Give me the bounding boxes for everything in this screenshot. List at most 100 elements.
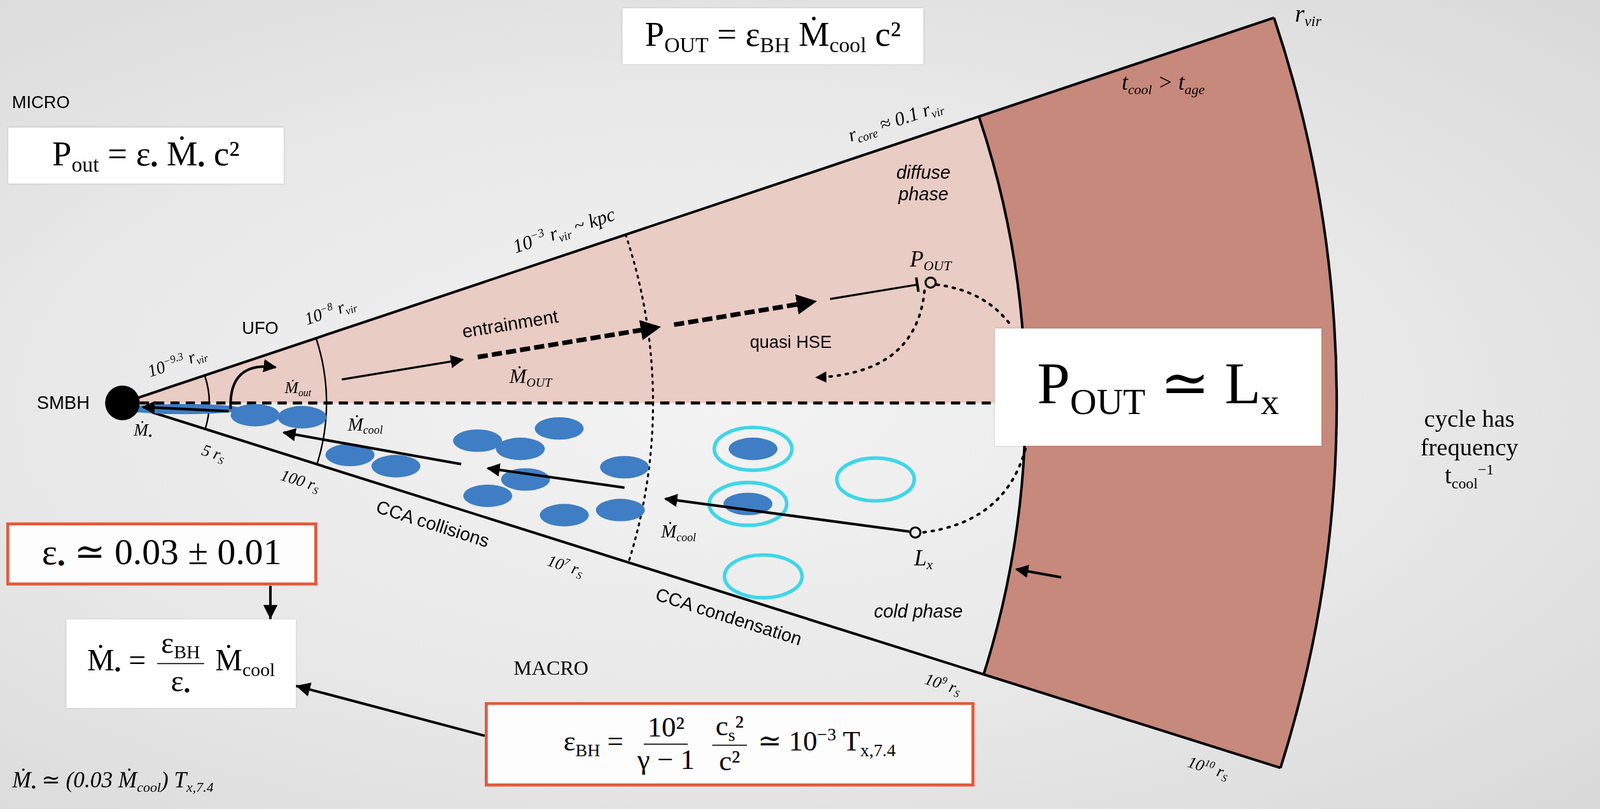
subscript: out — [71, 152, 99, 177]
entrainment-arrow — [830, 285, 918, 300]
diagram-label: 109 rS — [922, 669, 964, 701]
outflow-arrow — [230, 366, 276, 410]
ring — [714, 427, 793, 471]
superscript: −9.3 — [161, 350, 185, 368]
denominator: γ − 1 — [633, 744, 698, 777]
cooling-arrow — [1016, 569, 1062, 578]
subscript: cool — [363, 423, 383, 436]
diagram-label: Ṁcool — [347, 414, 383, 438]
diagram-label: Ṁ• ≃ (0.03 Ṁcool) Tx,7.4 — [12, 767, 214, 796]
diagram-label: Ṁ• — [133, 420, 153, 443]
superscript: −1 — [1477, 461, 1494, 479]
superscript: 7 — [563, 556, 572, 569]
ring — [836, 458, 915, 501]
subscript: x,7.4 — [860, 741, 896, 761]
subscript: OUT — [923, 258, 952, 274]
superscript: −3 — [528, 226, 546, 244]
subscript: S — [575, 569, 584, 582]
diagram-label: Ṁcool — [660, 521, 696, 544]
diagram-label: tcool > tage — [1121, 69, 1205, 98]
subscript: x — [1260, 381, 1280, 423]
denominator: c² — [715, 746, 744, 778]
fraction: cs² c² — [711, 711, 747, 778]
superscript: 10 — [1203, 757, 1217, 772]
subscript: • — [57, 550, 66, 577]
subscript: S — [1220, 771, 1229, 784]
subscript: BH — [760, 33, 791, 58]
cloud — [534, 417, 584, 440]
subscript: S — [311, 484, 320, 497]
dotted-links — [816, 285, 1026, 534]
inflow-arrow — [143, 407, 230, 411]
subscript: vir — [1304, 12, 1322, 30]
scale-arc — [204, 375, 210, 429]
accretion-disk — [124, 403, 244, 415]
subscript: • — [148, 430, 153, 442]
numerator: 10² — [643, 712, 688, 745]
diagram-label: cold phase — [874, 601, 964, 623]
condensation-rings — [709, 427, 915, 599]
subscript: x — [926, 557, 934, 573]
denominator: ε• — [167, 664, 195, 702]
diagram-label: cycle has frequency tcool−1 — [1392, 405, 1546, 493]
inflow-arrow — [487, 468, 625, 488]
subscript: • — [31, 779, 37, 796]
entrainment-arrows — [341, 277, 919, 380]
cooling-point — [910, 527, 921, 538]
hse-arrow — [816, 290, 925, 378]
cloud — [599, 456, 649, 479]
subscript: • — [197, 152, 206, 177]
formula-box: Pout = ε• Ṁ• c² — [8, 127, 284, 183]
numerator: εBH — [157, 625, 204, 665]
subscript: cool — [829, 33, 867, 58]
cloud — [463, 484, 513, 508]
subscript: • — [114, 659, 121, 681]
formula-box: Ṁ• = εBH ε• Ṁcool — [66, 619, 296, 709]
cloud — [596, 498, 646, 522]
black-hole — [104, 385, 140, 421]
dotted-link — [936, 285, 1010, 326]
entrainment-arrow — [341, 359, 463, 380]
subscript: vir — [344, 302, 359, 318]
formula-text: εBH = 10² γ − 1 cs² c² ≃ 10−3 Tx,7.4 — [563, 711, 896, 778]
subscript: cool — [242, 659, 275, 681]
subscript: OUT — [664, 33, 709, 58]
subscript: s — [728, 725, 736, 745]
scale-arc — [316, 338, 327, 465]
cold-clouds — [230, 403, 778, 527]
subscript: • — [183, 680, 191, 702]
superscript: 9 — [940, 674, 949, 687]
cloud — [371, 454, 421, 478]
subscript: cool — [676, 530, 696, 543]
diagram-label: MICRO — [12, 92, 70, 113]
arrow-connector — [295, 685, 485, 736]
diagram-label: 107 rS — [544, 550, 586, 583]
diagram-label: Lx — [914, 545, 933, 574]
subscript: vir — [929, 104, 947, 121]
fraction: 10² γ − 1 — [633, 712, 698, 777]
ring — [724, 555, 803, 599]
cloud — [277, 405, 327, 429]
inflow-arrow — [283, 432, 462, 465]
numerator: cs² — [711, 711, 747, 747]
diagram-label: SMBH — [36, 392, 90, 414]
subscript: S — [952, 687, 961, 700]
subscript: OUT — [1070, 381, 1146, 423]
subscript: cool — [136, 779, 161, 796]
subscript: S — [216, 454, 226, 467]
subscript: cool — [1127, 82, 1153, 98]
dashed-divider — [139, 401, 995, 405]
subscript: vir — [556, 228, 574, 245]
formula-text: ε• ≃ 0.03 ± 0.01 — [41, 531, 282, 578]
subscript: cool — [1451, 475, 1478, 492]
diagram-label: POUT — [909, 246, 952, 275]
diagram-label: diffuse phase — [896, 162, 951, 205]
formula-box: εBH = 10² γ − 1 cs² c² ≃ 10−3 Tx,7.4 — [484, 702, 975, 787]
subscript: BH — [173, 641, 200, 663]
ring — [709, 482, 787, 526]
subscript: OUT — [526, 375, 553, 390]
cloud — [452, 429, 502, 452]
diagram-label: ṀOUT — [509, 364, 553, 390]
cloud — [230, 403, 280, 427]
